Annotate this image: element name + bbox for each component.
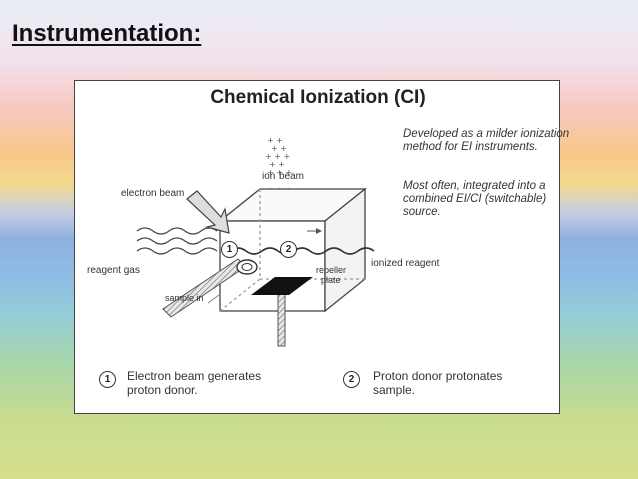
marker-2: 2 [280,241,297,258]
sample-in-label: sample in [165,293,204,303]
ionized-reagent-wave [229,247,375,255]
ion-beam-label-1: ion [262,171,276,182]
note-combined-source: Most often, integrated into a combined E… [403,180,547,218]
electron-beam-label: electron beam [121,188,185,199]
note-milder-method: Developed as a milder ionization method … [403,128,570,153]
reagent-gas-label: reagent gas [87,265,140,276]
repeller-plate [251,277,313,347]
ion-beam-label-2: beam [279,171,305,182]
repeller-label-1: repeller [316,265,347,275]
repeller-label-2: plate [321,275,341,285]
diagram-panel: + ++ + + + ++ + + + + + + ++ + + + ++ + … [74,80,569,414]
step-1-text: Electron beam generates proton donor. [127,369,262,397]
diagram-title: Chemical Ionization (CI) [210,87,426,108]
slide-title: Instrumentation: [12,20,202,47]
reagent-gas-waves [136,227,218,255]
svg-text:+ +: + + [271,144,287,153]
step-2-number: 2 [343,371,360,388]
sample-inlet [162,258,258,318]
step-1-number: 1 [99,371,116,388]
ionized-reagent-label: ionized reagent [371,258,440,269]
step-2-text: Proton donor protonates sample. [373,369,503,397]
ion-source-box [218,187,367,313]
marker-1: 1 [221,241,238,258]
svg-text:+ + +: + + + [265,152,290,161]
ci-source-drawing: + ++ + + + ++ + + + + + + ++ + + + ++ + … [136,136,375,347]
svg-text:+ + +: + + + [267,168,292,177]
electron-beam-arrow [186,190,230,234]
svg-text:+ +: + + [267,136,283,145]
svg-text:+ +: + + [269,160,285,169]
